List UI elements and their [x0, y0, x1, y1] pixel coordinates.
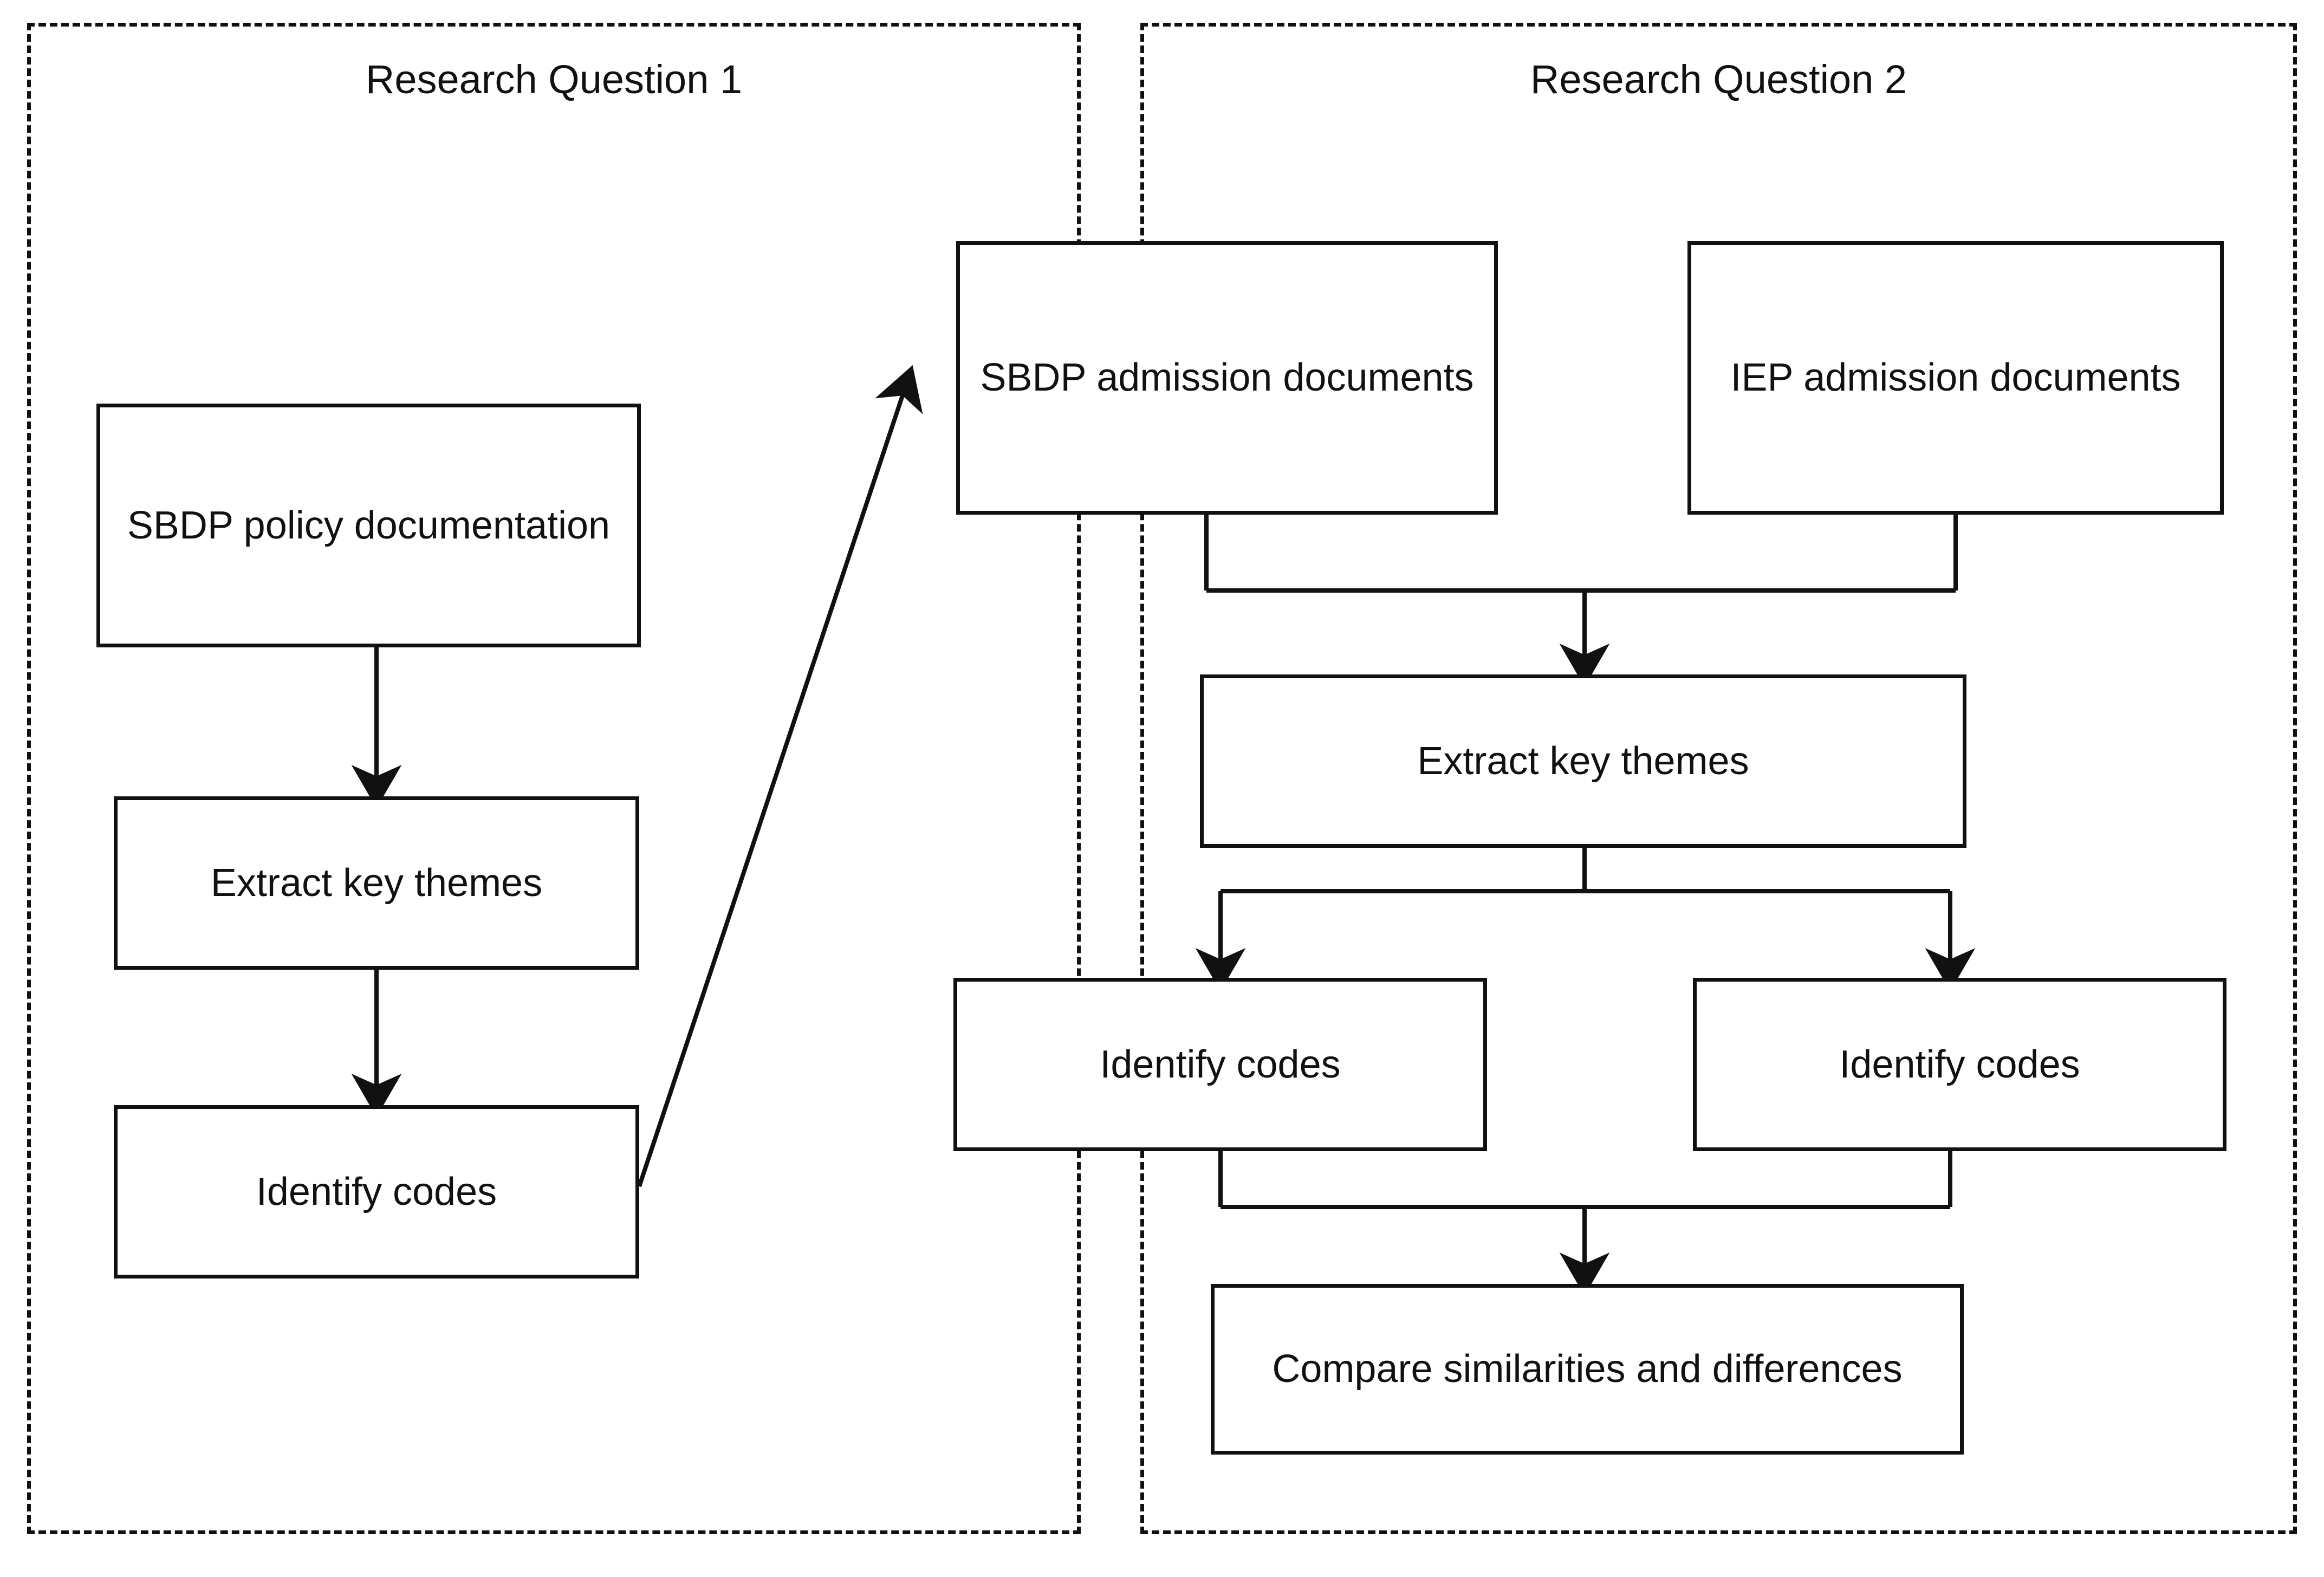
- node-rq2-iep-admission-documents-label: IEP admission documents: [1730, 356, 2181, 400]
- node-rq2-sbdp-admission-documents-label: SBDP admission documents: [980, 356, 1474, 400]
- node-rq1-identify-codes: Identify codes: [114, 1105, 639, 1279]
- panel-research-question-1: [27, 23, 1081, 1534]
- panel-research-question-2: [1140, 23, 2297, 1534]
- node-rq1-identify-codes-label: Identify codes: [256, 1170, 497, 1213]
- node-rq1-extract-key-themes-label: Extract key themes: [210, 861, 543, 905]
- node-rq2-extract-key-themes-label: Extract key themes: [1417, 739, 1749, 783]
- node-rq2-identify-codes-right-label: Identify codes: [1839, 1042, 2080, 1086]
- node-rq2-identify-codes-left: Identify codes: [953, 978, 1487, 1151]
- panel-title-rq1: Research Question 1: [365, 57, 743, 102]
- node-rq1-extract-key-themes: Extract key themes: [114, 796, 639, 970]
- node-rq2-extract-key-themes: Extract key themes: [1200, 674, 1966, 848]
- node-rq2-compare-similarities-differences: Compare similarities and differences: [1211, 1284, 1964, 1455]
- edge-rq1-codes-to-sbdp-docs: [637, 365, 923, 1187]
- panel-title-rq2: Research Question 2: [1530, 57, 1907, 102]
- node-rq1-source-label: SBDP policy documentation: [127, 503, 611, 547]
- node-rq1-source: SBDP policy documentation: [96, 404, 641, 647]
- node-rq2-compare-similarities-differences-label: Compare similarities and differences: [1272, 1347, 1903, 1391]
- node-rq2-identify-codes-right: Identify codes: [1693, 978, 2226, 1151]
- node-rq2-iep-admission-documents: IEP admission documents: [1687, 241, 2224, 515]
- node-rq2-sbdp-admission-documents: SBDP admission documents: [956, 241, 1498, 515]
- node-rq2-identify-codes-left-label: Identify codes: [1100, 1042, 1341, 1086]
